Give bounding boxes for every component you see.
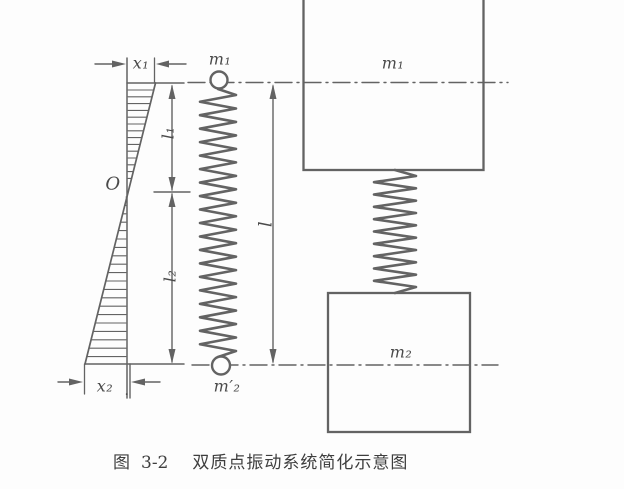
block1-mass-label: m₁ [381,53,405,73]
mass1-point-circle [209,70,229,90]
caption-number: 3-2 [141,453,169,473]
x1-label: x₁ [132,53,150,73]
l2-dimension-label: l₂ [160,269,180,283]
x2-dimension [57,363,161,399]
profile-slope-line [84,82,157,365]
origin-label: O [105,173,121,195]
l-total-dimension [269,84,277,364]
l1-dimension [153,84,191,193]
l-total-dimension-label: l [255,220,277,228]
mass2-block [326,291,472,434]
x2-stray-dot: . [124,383,130,399]
mass2-point-circle [210,355,232,376]
mass1-block [302,0,485,172]
hatching-top-triangle [127,89,155,179]
caption-prefix: 图 [113,453,130,473]
hatching-bottom-triangle [86,196,128,358]
caption-title: 双质点振动系统简化示意图 [192,453,409,473]
x2-label: x₂ [96,376,114,396]
main-spring [198,87,238,359]
block2-mass-label: m₂ [389,342,413,362]
spring-bottom-mass-label: m′₂ [213,376,241,396]
connecting-spring [372,168,418,295]
l1-dimension-label: l₁ [158,126,178,140]
displacement-profile [83,57,185,399]
l2-dimension [168,193,176,364]
figure-caption: 图 3-2 双质点振动系统简化示意图 [113,448,408,473]
spring-top-mass-label: m₁ [208,49,232,69]
x1-dimension [94,60,187,68]
